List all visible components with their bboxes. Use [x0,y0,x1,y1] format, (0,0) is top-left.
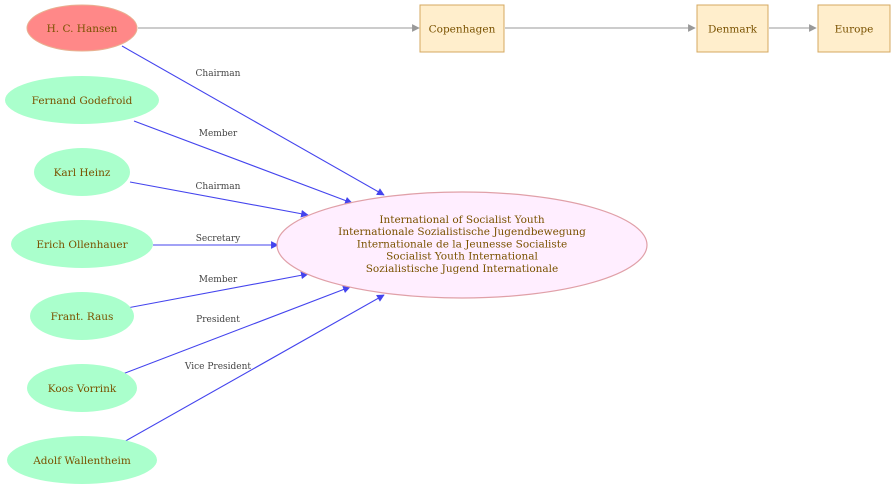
place-label: Denmark [708,24,758,36]
place-box [817,4,891,53]
edge-label-vorrink: President [196,315,240,325]
organization-name-line: Sozialistische Jugend Internationale [366,263,559,275]
person-node-godefroid[interactable]: Fernand Godefroid [5,76,159,124]
edge-wallentheim-to-organization [121,294,385,444]
person-label: Karl Heinz [54,167,111,179]
person-ellipse [5,76,159,124]
person-ellipse [7,436,157,484]
place-node-copenhagen[interactable]: Copenhagen [419,4,505,53]
person-ellipse [34,148,130,196]
person-node-wallentheim[interactable]: Adolf Wallentheim [7,436,157,484]
edge-label-hansen: Chairman [196,69,241,79]
person-label: Adolf Wallentheim [32,455,131,467]
person-label: Fernand Godefroid [32,95,133,107]
organization-name-line: International of Socialist Youth [379,214,545,226]
organization-node[interactable]: International of Socialist YouthInternat… [276,191,648,299]
place-box [419,4,505,53]
person-label: Koos Vorrink [48,383,117,395]
organization-name-line: Socialist Youth International [386,251,538,263]
person-node-ollenhauer[interactable]: Erich Ollenhauer [11,220,153,268]
person-node-vorrink[interactable]: Koos Vorrink [27,364,137,412]
person-label: H. C. Hansen [47,23,118,35]
place-node-europe[interactable]: Europe [817,4,891,53]
place-node-denmark[interactable]: Denmark [696,4,769,53]
place-label: Europe [835,24,874,36]
organization-name-line: Internationale Sozialistische Jugendbewe… [338,226,586,238]
edge-vorrink-to-organization [119,285,351,376]
edge-hansen-to-organization [121,45,385,196]
person-ellipse [30,292,134,340]
edge-godefroid-to-organization [133,120,353,205]
person-ellipse [26,4,138,52]
edges-layer: ChairmanMemberChairmanSecretaryMemberPre… [119,24,817,444]
person-node-hansen[interactable]: H. C. Hansen [26,4,138,52]
place-box [696,4,769,53]
edge-label-raus: Member [199,275,238,285]
person-label: Erich Ollenhauer [36,239,128,251]
organization-ellipse [276,191,648,299]
edge-label-godefroid: Member [199,129,238,139]
place-label: Copenhagen [429,24,496,36]
edge-label-wallentheim: Vice President [184,362,252,372]
organization-name-line: Internationale de la Jeunesse Socialiste [357,238,568,250]
person-ellipse [27,364,137,412]
person-ellipse [11,220,153,268]
person-node-raus[interactable]: Frant. Raus [30,292,134,340]
person-label: Frant. Raus [51,311,114,323]
edge-label-heinz: Chairman [196,182,241,192]
edge-heinz-to-organization [129,181,309,218]
person-node-heinz[interactable]: Karl Heinz [34,148,130,196]
edge-label-ollenhauer: Secretary [196,234,241,244]
edge-raus-to-organization [126,271,309,309]
